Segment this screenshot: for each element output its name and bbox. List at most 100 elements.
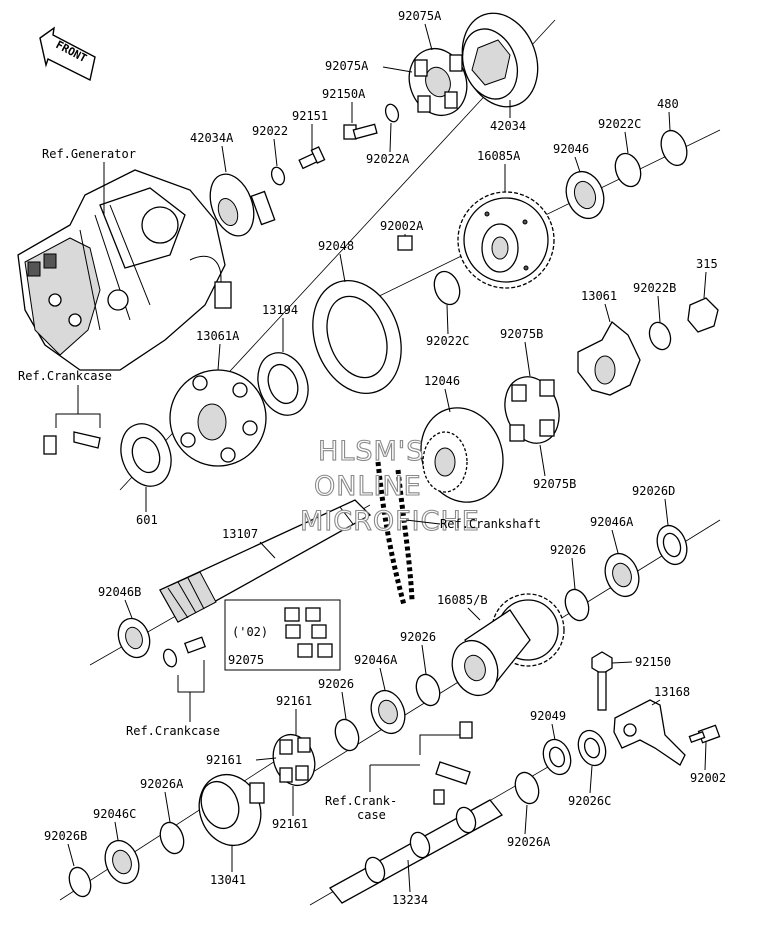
part-13061 [577, 321, 641, 396]
part-13234 [329, 799, 503, 904]
part-42034A [209, 173, 276, 237]
part-92026-left [334, 718, 360, 752]
part-12046 [420, 407, 504, 503]
label-13061A: 13061A [196, 329, 240, 343]
label-13168: 13168 [654, 685, 690, 699]
label-92022B: 92022B [633, 281, 676, 295]
label-02: ('02) [232, 625, 268, 639]
part-labels: 92075A 92075A 42034 92150A 92151 92022 4… [44, 9, 726, 907]
label-13194: 13194 [262, 303, 298, 317]
part-92046A-lower [370, 689, 406, 735]
cam-chain [375, 461, 415, 606]
label-92075B-bottom: 92075B [533, 477, 576, 491]
label-92046: 92046 [553, 142, 589, 156]
part-92046A-upper [604, 552, 640, 598]
label-92026C: 92026C [568, 794, 611, 808]
part-13168 [613, 699, 686, 766]
label-92026-left: 92026 [318, 677, 354, 691]
label-92161-bottom: 92161 [272, 817, 308, 831]
part-92026C [577, 729, 607, 767]
label-13061: 13061 [581, 289, 617, 303]
label-92046B: 92046B [98, 585, 141, 599]
label-42034: 42034 [490, 119, 526, 133]
part-92022A [384, 103, 400, 123]
label-92150A: 92150A [322, 87, 366, 101]
part-601 [120, 423, 172, 487]
bolt-crankcase [183, 636, 207, 654]
part-92150 [591, 651, 613, 711]
label-92026-right: 92026 [550, 543, 586, 557]
watermark-line-3: MICROFICHE [300, 506, 480, 537]
washer-crankcase [162, 648, 178, 668]
part-92049 [542, 738, 572, 776]
part-16085A [457, 191, 555, 289]
part-92046C [104, 839, 140, 885]
part-13107 [159, 499, 372, 623]
part-92075A [408, 47, 468, 117]
ref-crankcase-mid: Ref.Crankcase [126, 724, 220, 738]
part-92022 [270, 166, 286, 186]
part-92002 [688, 724, 721, 744]
label-92026D: 92026D [632, 484, 675, 498]
ref-crankcase-bottom-2: case [357, 808, 386, 822]
label-16085B: 16085/B [437, 593, 488, 607]
label-92075B-top: 92075B [500, 327, 543, 341]
label-92075A-top: 92075A [398, 9, 442, 23]
label-92002: 92002 [690, 771, 726, 785]
label-92026A-top: 92026A [140, 777, 184, 791]
label-92161-top: 92161 [276, 694, 312, 708]
label-92075-inset: 92075 [228, 653, 264, 667]
label-92022C-top: 92022C [598, 117, 641, 131]
part-315 [687, 297, 719, 333]
label-92022: 92022 [252, 124, 288, 138]
part-92026A-left [159, 821, 185, 855]
label-16085A: 16085A [477, 149, 521, 163]
part-92026B [68, 866, 92, 898]
label-13107: 13107 [222, 527, 258, 541]
label-92046A-upper: 92046A [590, 515, 634, 529]
label-92026A-bottom: 92026A [507, 835, 551, 849]
label-92150: 92150 [635, 655, 671, 669]
label-601: 601 [136, 513, 158, 527]
part-16085B [451, 593, 565, 697]
part-92022C-upper [614, 152, 642, 188]
label-92161-left: 92161 [206, 753, 242, 767]
label-92026B: 92026B [44, 829, 87, 843]
part-92026D [656, 524, 688, 566]
label-92022C-mid: 92022C [426, 334, 469, 348]
part-92002A [397, 235, 413, 251]
label-92022A: 92022A [366, 152, 410, 166]
label-315: 315 [696, 257, 718, 271]
label-480: 480 [657, 97, 679, 111]
part-92075B-upper [504, 376, 560, 444]
part-92048 [312, 279, 402, 395]
label-92026-mid: 92026 [400, 630, 436, 644]
inset-92075 [224, 599, 341, 671]
watermark-line-1: HLSM'S [318, 436, 424, 467]
part-42034 [461, 12, 539, 108]
label-92002A: 92002A [380, 219, 424, 233]
part-92022B [648, 321, 672, 351]
part-92046 [565, 170, 605, 220]
watermark-line-2: ONLINE [314, 471, 422, 502]
label-92075A-side: 92075A [325, 59, 369, 73]
part-92026A-right [514, 771, 540, 805]
label-13041: 13041 [210, 873, 246, 887]
ref-crankcase-top: Ref.Crankcase [18, 369, 112, 383]
part-92150A [343, 123, 378, 140]
part-92151 [298, 146, 326, 170]
part-92026-mid [415, 673, 441, 707]
label-13234: 13234 [392, 893, 428, 907]
label-92046A-lower: 92046A [354, 653, 398, 667]
ref-crankshaft: Ref.Crankshaft [440, 517, 541, 531]
part-13041 [198, 773, 265, 847]
generator-assembly [17, 169, 232, 371]
ref-crankcase-bottom-1: Ref.Crank- [325, 794, 397, 808]
label-92048: 92048 [318, 239, 354, 253]
crankcase-bracket-mid [177, 660, 205, 693]
part-92022C-lower [433, 270, 461, 306]
label-92151: 92151 [292, 109, 328, 123]
crankcase-bracket-upper [43, 413, 101, 455]
label-92049: 92049 [530, 709, 566, 723]
